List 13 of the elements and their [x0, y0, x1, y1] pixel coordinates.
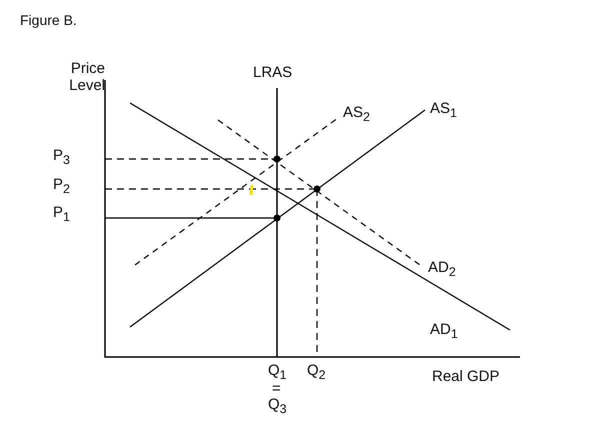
- curve-label: AS$_{1}$: [430, 100, 457, 122]
- quantity-label: Q$_{3}$: [268, 396, 287, 418]
- curve-label: AD$_{1}$: [430, 321, 458, 343]
- price-label: P$_{3}$: [53, 147, 70, 169]
- axis-label: Price Level: [68, 60, 105, 94]
- axis-label: Real GDP: [432, 368, 500, 385]
- curve-label: AS$_{2}$: [343, 104, 370, 126]
- curve-label: AD$_{2}$: [428, 259, 456, 281]
- curve-label: LRAS: [253, 64, 292, 81]
- price-label: P$_{1}$: [53, 204, 70, 226]
- figure-title: Figure B.: [20, 12, 77, 29]
- quantity-label: Q$_{2}$: [307, 362, 326, 384]
- price-label: P$_{2}$: [53, 176, 70, 198]
